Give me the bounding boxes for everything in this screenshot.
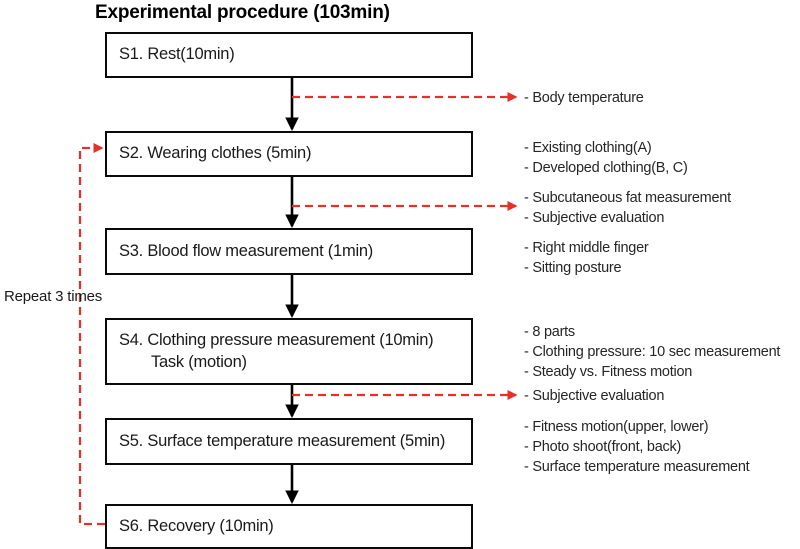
note-line: - Clothing pressure: 10 sec measurement	[524, 344, 781, 360]
note-clothing-types: - Existing clothing(A) - Developed cloth…	[524, 138, 688, 178]
step-label-s4: S4. Clothing pressure measurement (10min…	[119, 331, 434, 350]
step-box-s6[interactable]: S6. Recovery (10min)	[105, 504, 473, 549]
step-box-s2[interactable]: S2. Wearing clothes (5min)	[105, 131, 473, 177]
step-label-s5: S5. Surface temperature measurement (5mi…	[119, 431, 446, 450]
note-line: - Sitting posture	[524, 260, 622, 276]
note-line: - 8 parts	[524, 324, 575, 340]
note-line: - Subcutaneous fat measurement	[524, 190, 731, 206]
note-subjective-evaluation: - Subjective evaluation	[524, 386, 664, 406]
step-box-s3[interactable]: S3. Blood flow measurement (1min)	[105, 228, 473, 275]
note-line: - Right middle finger	[524, 240, 649, 256]
step-box-s1[interactable]: S1. Rest(10min)	[105, 32, 473, 78]
note-line: - Surface temperature measurement	[524, 459, 750, 475]
step-label-s1: S1. Rest(10min)	[119, 45, 235, 64]
note-line: - Subjective evaluation	[524, 210, 665, 226]
note-fat-and-subjective: - Subcutaneous fat measurement - Subject…	[524, 188, 731, 228]
note-line: - Fitness motion(upper, lower)	[524, 419, 709, 435]
note-line: - Subjective evaluation	[524, 388, 665, 404]
note-pressure-detail: - 8 parts - Clothing pressure: 10 sec me…	[524, 322, 780, 382]
note-line: - Developed clothing(B, C)	[524, 160, 688, 176]
step-label-s2: S2. Wearing clothes (5min)	[119, 144, 312, 163]
repeat-loop-path	[78, 142, 105, 526]
note-line: - Existing clothing(A)	[524, 140, 652, 156]
repeat-loop-label: Repeat 3 times	[4, 288, 103, 305]
note-line: - Photo shoot(front, back)	[524, 439, 682, 455]
step-sublabel-s4: Task (motion)	[151, 352, 247, 371]
note-blood-flow-detail: - Right middle finger - Sitting posture	[524, 238, 649, 278]
step-box-s5[interactable]: S5. Surface temperature measurement (5mi…	[105, 418, 473, 465]
step-label-s6: S6. Recovery (10min)	[119, 516, 274, 535]
step-label-s3: S3. Blood flow measurement (1min)	[119, 241, 374, 260]
step-box-s4[interactable]: S4. Clothing pressure measurement (10min…	[105, 318, 473, 385]
note-line: - Body temperature	[524, 90, 644, 106]
note-line: - Steady vs. Fitness motion	[524, 364, 693, 380]
note-surface-temp-detail: - Fitness motion(upper, lower) - Photo s…	[524, 417, 750, 477]
page-title: Experimental procedure (103min)	[95, 2, 390, 23]
note-body-temperature: - Body temperature	[524, 88, 644, 108]
